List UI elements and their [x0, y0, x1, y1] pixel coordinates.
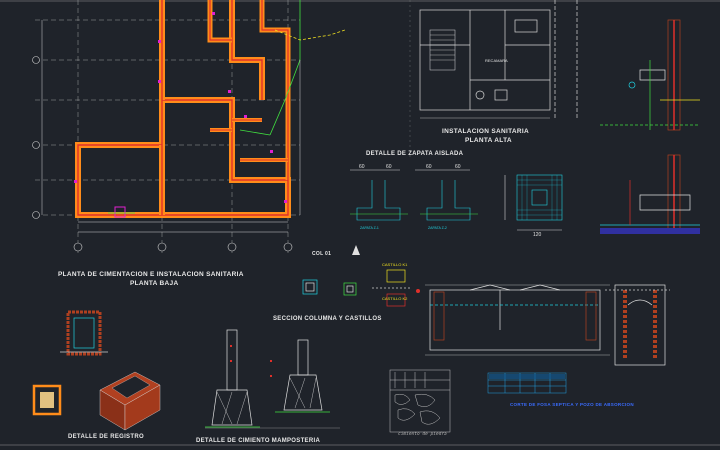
castillo-k1-label: CASTILLO K1 — [382, 262, 408, 267]
zapata-detail — [350, 169, 563, 231]
registro-detail — [32, 310, 161, 431]
dim-60c: 60 — [426, 164, 432, 170]
title-zapata-aislada: DETALLE DE ZAPATA AISLADA — [366, 151, 464, 157]
specs-table — [487, 372, 567, 394]
dim-120: 120 — [533, 232, 542, 238]
title-planta-baja-sub: PLANTA BAJA — [130, 280, 179, 287]
north-arrow-icon — [352, 245, 360, 255]
recamara-label: RECAMARA — [485, 58, 508, 63]
dim-60a: 60 — [359, 164, 365, 170]
zapata-z1-label: ZAPATA Z-1 — [360, 226, 379, 230]
col-01-label: COL 01 — [312, 251, 332, 257]
title-instalacion-sanitaria: INSTALACION SANITARIA — [442, 128, 529, 135]
planta-alta-plan — [419, 0, 578, 120]
title-seccion-columna: SECCION COLUMNA Y CASTILLOS — [273, 316, 382, 322]
title-planta-alta-sub: PLANTA ALTA — [465, 137, 512, 144]
zapata-z2-label: ZAPATA Z-2 — [428, 226, 447, 230]
sanitary-section-detail — [600, 19, 700, 234]
column-castillo-detail — [302, 269, 420, 307]
dim-60d: 60 — [455, 164, 461, 170]
castillo-k2-label: CASTILLO K2 — [382, 296, 408, 301]
title-detalle-cimiento: DETALLE DE CIMIENTO MAMPOSTERIA — [196, 438, 321, 444]
title-planta-cimentacion: PLANTA DE CIMENTACION E INSTALACION SANI… — [58, 271, 244, 278]
cimiento-detail — [205, 329, 340, 429]
septic-tank-section — [425, 284, 670, 366]
title-detalle-registro: DETALLE DE REGISTRO — [68, 434, 144, 440]
dim-60b: 60 — [386, 164, 392, 170]
planta-baja-plan — [32, 0, 346, 255]
stone-pattern-detail — [389, 369, 451, 433]
piedra-caption: cimiento de piedra — [398, 432, 447, 437]
blue-note-fosa-septica: CORTE DE FOSA SEPTICA Y POZO DE ABSORCIO… — [510, 402, 634, 407]
